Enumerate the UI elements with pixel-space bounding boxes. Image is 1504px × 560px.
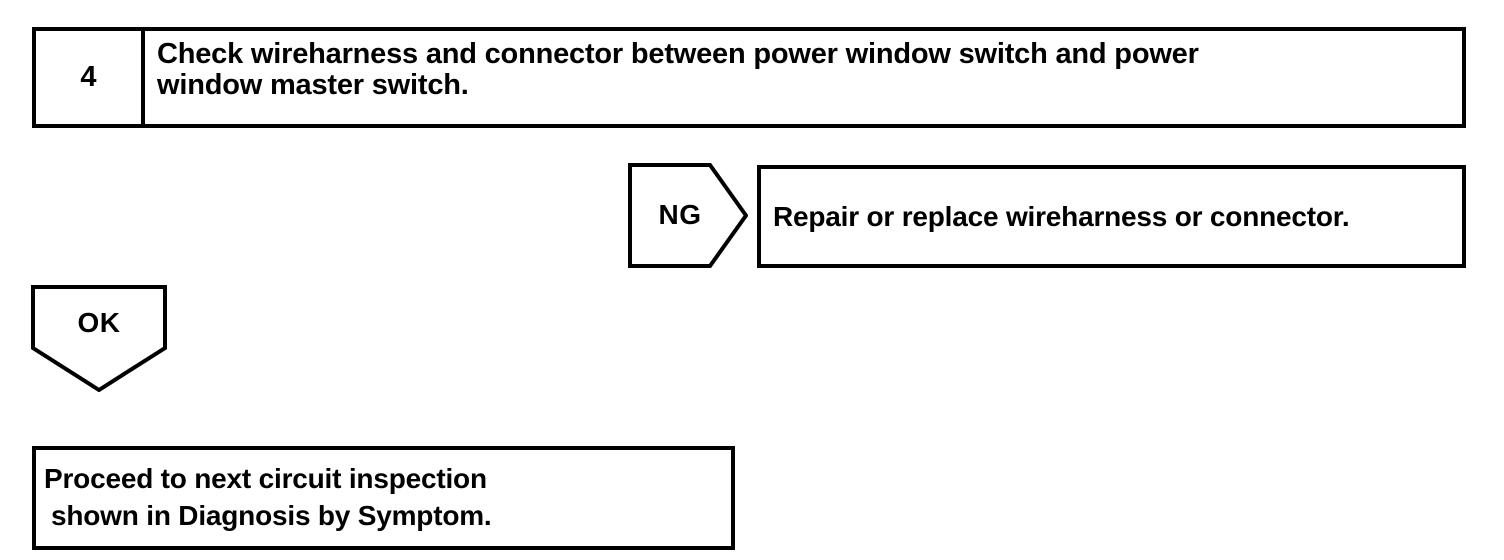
ng-branch-pentagon xyxy=(628,163,748,268)
ok-branch-label: OK xyxy=(77,307,121,338)
step-number: 4 xyxy=(80,61,97,93)
step-text-line-2: window master switch. xyxy=(157,69,469,101)
ng-result-text: Repair or replace wireharness or connect… xyxy=(773,200,1350,232)
ng-branch-label: NG xyxy=(658,199,702,230)
ok-result-text-line-2: shown in Diagnosis by Symptom. xyxy=(51,500,492,531)
step-number-cell: 4 xyxy=(36,31,145,124)
ok-branch-pentagon xyxy=(31,285,167,392)
ok-result-text-line-1: Proceed to next circuit inspection xyxy=(44,463,487,494)
step-box: 4 Check wireharness and connector betwee… xyxy=(32,27,1466,128)
ok-pentagon-shape xyxy=(31,285,167,392)
step-text-cell: Check wireharness and connector between … xyxy=(145,31,1462,124)
ng-result-box: Repair or replace wireharness or connect… xyxy=(757,165,1466,268)
ng-pentagon-shape xyxy=(628,163,748,268)
ok-result-box: Proceed to next circuit inspection shown… xyxy=(32,446,735,550)
step-text-line-1: Check wireharness and connector between … xyxy=(157,38,1199,70)
